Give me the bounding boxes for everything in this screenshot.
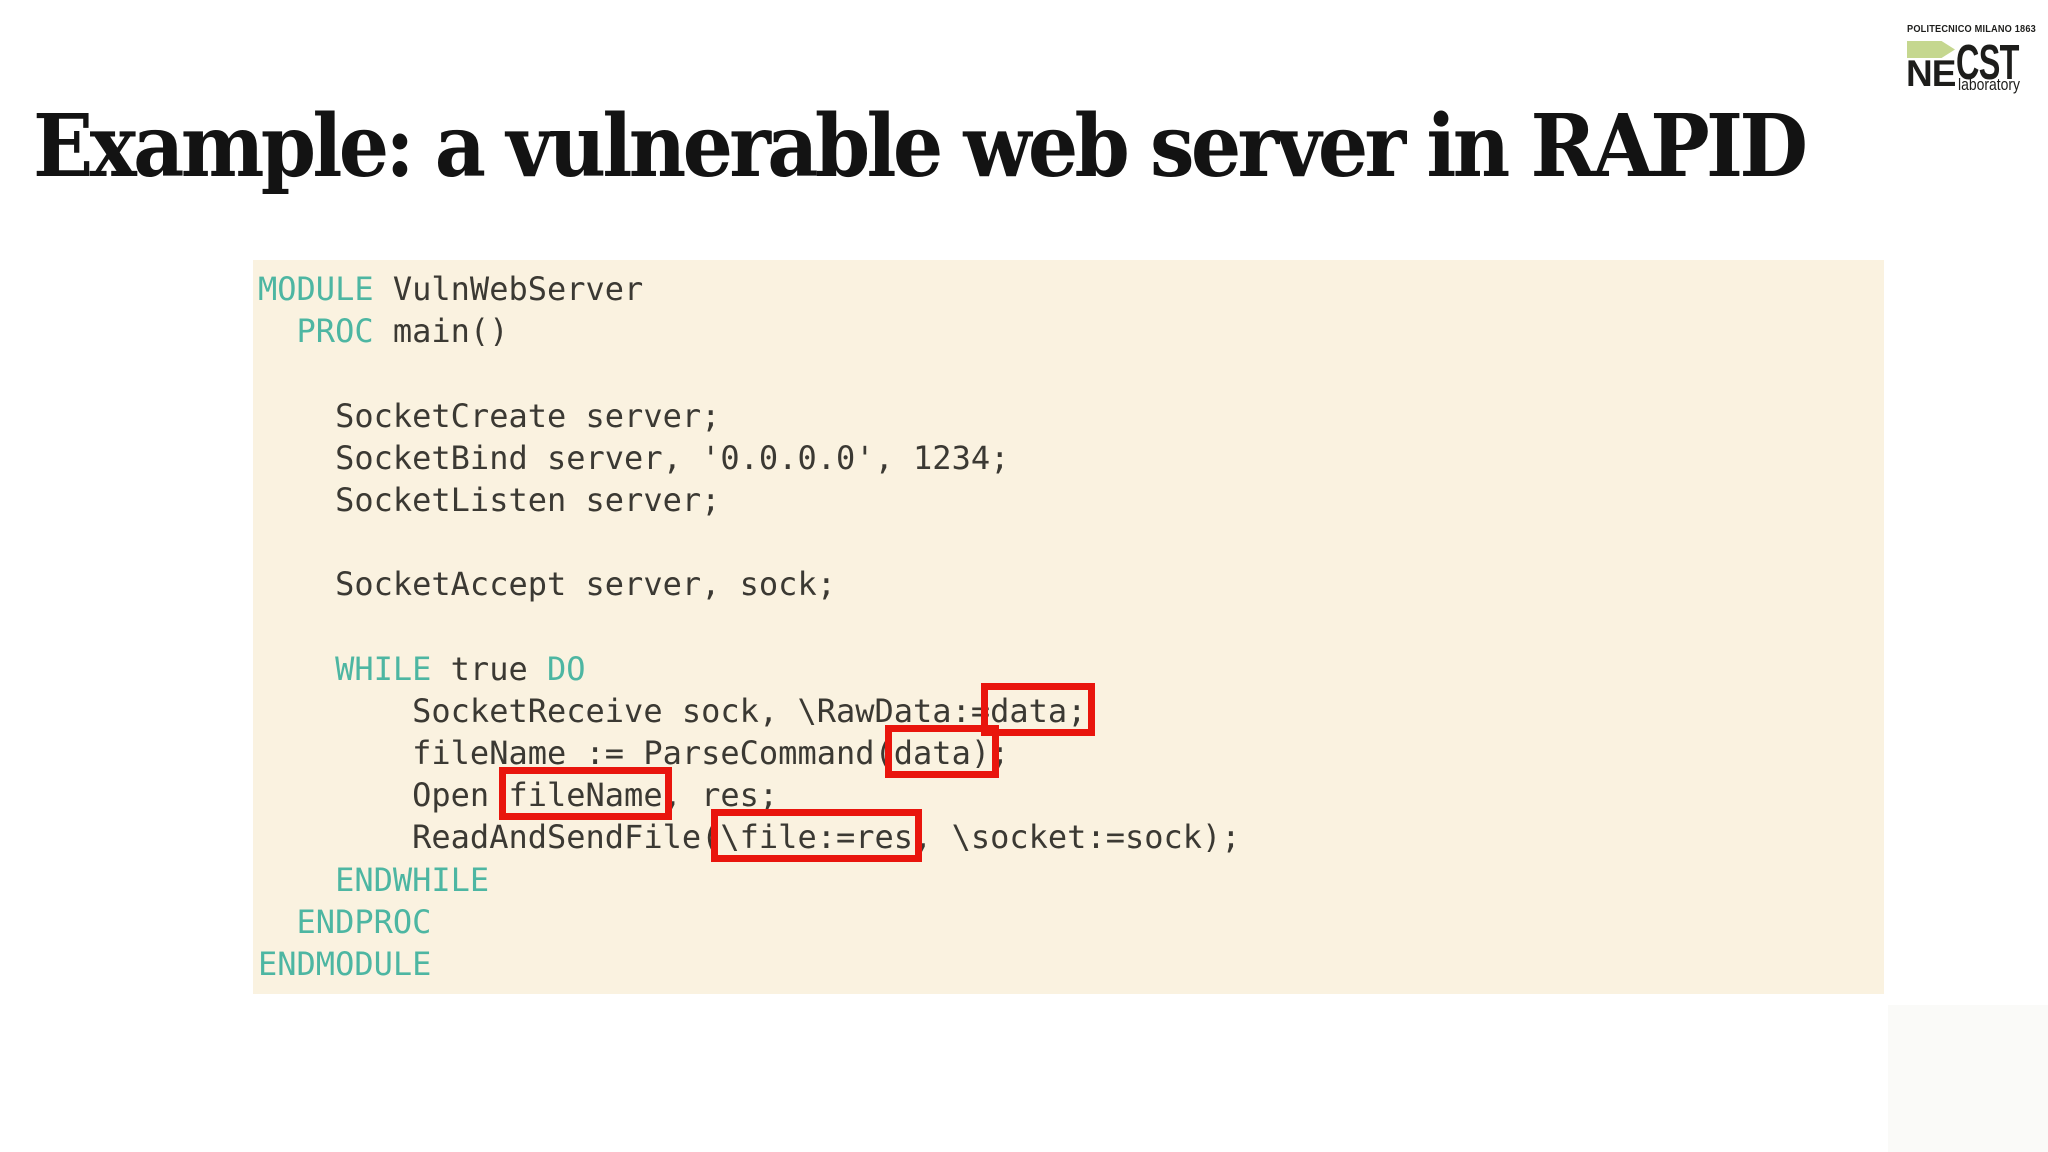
necst-logo-cst: CST <box>1956 36 2019 90</box>
code-block: MODULE VulnWebServer PROC main() SocketC… <box>253 260 1884 994</box>
code-line: MODULE VulnWebServer <box>258 268 1884 310</box>
code-text: VulnWebServer <box>373 270 644 308</box>
code-line: SocketReceive sock, \RawData:=data; <box>258 690 1884 732</box>
code-text: , \socket:=sock); <box>913 818 1241 857</box>
code-text: SocketListen server; <box>258 480 721 519</box>
code-line <box>258 521 1884 563</box>
code-line: SocketBind server, '0.0.0.0', 1234; <box>258 437 1884 479</box>
code-keyword: ENDMODULE <box>258 945 432 983</box>
necst-arrow-icon <box>1907 41 1955 58</box>
code-text <box>258 650 335 688</box>
code-line <box>258 352 1884 394</box>
code-line: ReadAndSendFile(\file:=res, \socket:=soc… <box>258 816 1884 858</box>
code-line: ENDWHILE <box>258 859 1884 901</box>
code-line: SocketCreate server; <box>258 395 1884 437</box>
code-text <box>258 903 297 941</box>
code-line: ENDPROC <box>258 901 1884 943</box>
code-text: SocketCreate server; <box>258 396 721 435</box>
code-line: fileName := ParseCommand(data); <box>258 732 1884 774</box>
code-keyword: PROC <box>296 312 374 351</box>
vuln-highlight-box: data; <box>990 691 1087 730</box>
code-text: fileName := ParseCommand( <box>258 734 894 773</box>
code-line: SocketListen server; <box>258 479 1884 521</box>
vuln-highlight-box: data) <box>893 734 991 773</box>
page-title: Example: a vulnerable web server in RAPI… <box>33 95 1808 197</box>
code-line: Open fileName, res; <box>258 774 1884 816</box>
code-keyword: ENDWHILE <box>335 860 490 899</box>
code-line: WHILE true DO <box>258 648 1884 690</box>
code-text: SocketAccept server, sock; <box>258 565 836 604</box>
code-line: PROC main() <box>258 310 1884 352</box>
code-text: ; <box>990 734 1010 773</box>
code-keyword: DO <box>546 649 586 688</box>
code-keyword: ENDPROC <box>296 902 432 941</box>
code-text: Open <box>258 776 509 815</box>
necst-logo-laboratory: laboratory <box>1958 75 2020 94</box>
code-line: ENDMODULE <box>258 943 1884 985</box>
vuln-highlight-box: fileName <box>508 776 663 815</box>
vuln-highlight-box: \file:=res <box>720 818 914 857</box>
politecnico-milano-label: POLITECNICO MILANO 1863 <box>1907 24 2036 35</box>
code-text: SocketBind server, '0.0.0.0', 1234; <box>258 438 1010 477</box>
necst-logo-ne: NE <box>1906 53 1956 94</box>
code-text: main() <box>373 312 509 351</box>
code-text <box>258 312 297 350</box>
code-text: true <box>431 649 547 688</box>
code-text <box>258 861 335 899</box>
necst-logo: POLITECNICO MILANO 1863 NE CST laborator… <box>1903 24 2043 100</box>
code-text: ReadAndSendFile( <box>258 818 721 857</box>
code-keyword: MODULE <box>258 270 374 308</box>
code-line: SocketAccept server, sock; <box>258 563 1884 605</box>
code-line <box>258 606 1884 648</box>
code-text: , res; <box>662 776 779 815</box>
code-text: SocketReceive sock, \RawData:= <box>258 691 991 730</box>
corner-shade <box>1888 1005 2048 1152</box>
code-keyword: WHILE <box>335 649 432 688</box>
